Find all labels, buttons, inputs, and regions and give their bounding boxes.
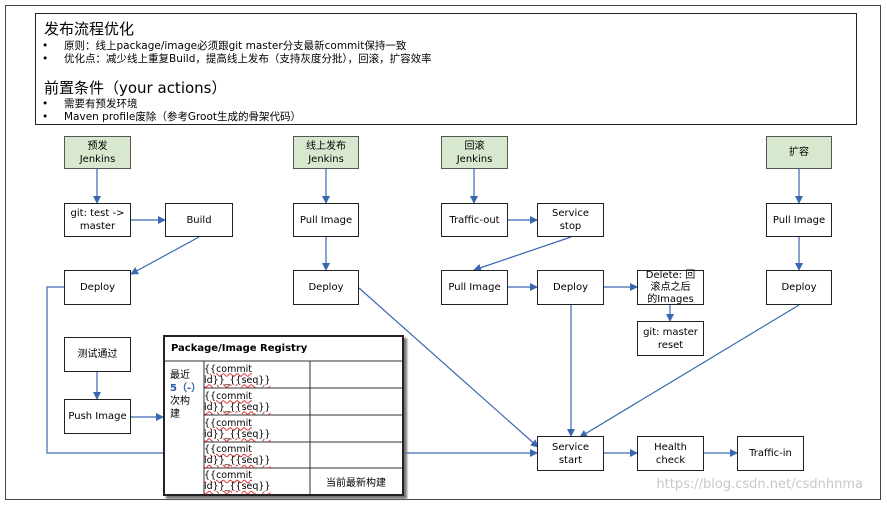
info-title-optimization: 发布流程优化 [44, 20, 135, 38]
node-git-master-reset: git: master reset [637, 321, 704, 356]
bullet-maven-profile: •Maven profile废除（参考Groot生成的骨架代码） [42, 111, 302, 123]
bullet-pre-env: •需要有预发环境 [42, 98, 138, 110]
bullet-optimization-point: •优化点：减少线上重复Build，提高线上发布（支持灰度分批），回滚，扩容效率 [42, 53, 432, 65]
node-test-passed: 测试通过 [64, 337, 131, 372]
header-scale: 扩容 [766, 136, 832, 169]
edge-stop-to-pull2 [473, 236, 572, 272]
package-image-registry: Package/Image Registry 最近 5（-） 次构 建 {{co… [163, 335, 404, 496]
node-health-check: Health check [637, 436, 704, 471]
registry-row-3: {{commit id}}_{{seq}} [204, 417, 271, 440]
node-git-test-to-master: git: test -> master [64, 203, 131, 237]
node-pull-image-online: Pull Image [293, 203, 359, 237]
header-pre-jenkins: 预发 Jenkins [64, 136, 131, 169]
info-panel: 发布流程优化 •原则：线上package/image必须跟git master分… [35, 13, 857, 125]
node-deploy-online: Deploy [293, 270, 359, 305]
node-traffic-in: Traffic-in [737, 436, 804, 471]
edge-deploy4-to-service-start [579, 304, 800, 438]
node-service-stop: Service stop [537, 203, 604, 237]
node-deploy-pre: Deploy [64, 270, 131, 305]
node-pull-image-rollback: Pull Image [441, 270, 508, 305]
node-pull-image-scale: Pull Image [766, 203, 832, 237]
registry-recent-label: 最近 5（-） 次构 建 [170, 370, 202, 420]
registry-row-4: {{commit id}}_{{seq}} [204, 444, 271, 466]
info-title-prerequisites: 前置条件（your actions） [44, 79, 227, 97]
edge-deploy2-to-service-start [358, 287, 539, 448]
registry-grid [165, 360, 402, 494]
node-deploy-scale: Deploy [766, 270, 832, 305]
header-rollback-jenkins: 回滚 Jenkins [441, 136, 508, 169]
node-service-start: Service start [537, 436, 604, 471]
registry-row-5: {{commit id}}_{{seq}} [204, 470, 271, 492]
node-deploy-rollback: Deploy [537, 270, 604, 305]
registry-row-2: {{commit id}}_{{seq}} [204, 390, 271, 413]
registry-title: Package/Image Registry [171, 343, 308, 354]
bullet-principle: •原则：线上package/image必须跟git master分支最新comm… [42, 40, 407, 52]
node-build: Build [165, 203, 233, 237]
node-push-image: Push Image [64, 399, 131, 434]
registry-row-1: {{commit id}}_{{seq}} [204, 363, 271, 386]
header-online-jenkins: 线上发布 Jenkins [293, 136, 359, 169]
diagram-frame [5, 5, 881, 500]
watermark: https://blog.csdn.net/csdnhnma [656, 477, 863, 492]
node-traffic-out: Traffic-out [441, 203, 508, 237]
edge-build-to-deploy1 [130, 236, 200, 275]
registry-latest-build-note: 当前最新构建 [326, 477, 386, 489]
node-delete-images: Delete: 回 滚点之后 的Images [637, 270, 704, 305]
